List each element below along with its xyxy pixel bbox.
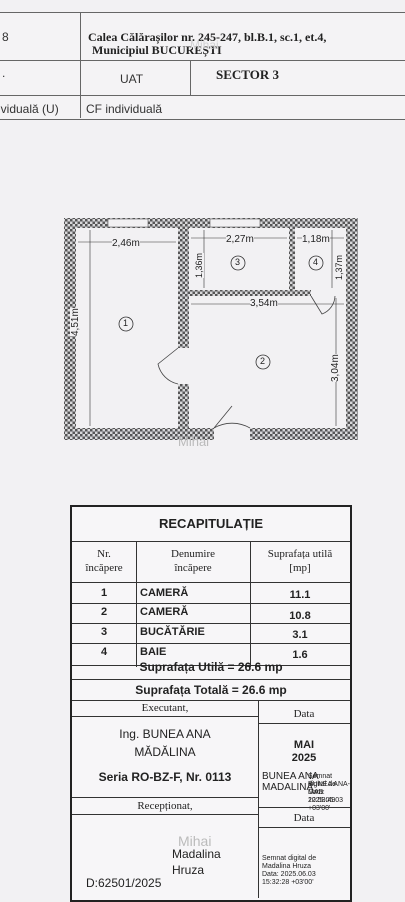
dim-left-height: 4,51m: [70, 308, 81, 336]
col-area-line2: [mp]: [289, 562, 311, 574]
row-3-name: BUCĂTĂRIE: [140, 626, 205, 638]
row-2-nr: 2: [100, 606, 108, 618]
room-3-number: 3: [235, 257, 241, 267]
window-kitchen: [209, 218, 261, 228]
dim-bath-height: 1,37m: [334, 254, 344, 280]
col-name-line1: Denumire: [171, 548, 215, 560]
room-2-circle: [255, 354, 271, 370]
wall-bottom-right: [250, 428, 358, 440]
dim-right-height: 3,04m: [330, 354, 341, 382]
header-vline-1: [80, 12, 81, 118]
sum-total: Suprafața Totală = 26.6 mp: [135, 683, 287, 697]
room-4-number: 4: [313, 257, 319, 267]
executant-name-line1: Ing. BUNEA ANA: [119, 727, 211, 741]
door-entrance-arc: [213, 422, 251, 429]
door-entrance-leaf: [213, 405, 233, 429]
sign-hruza-digital-4: 15:32:28 +03'00': [262, 879, 314, 886]
row-3-nr: 3: [100, 626, 108, 638]
doc-id: D:62501/2025: [86, 876, 162, 890]
row-4-name: BAIE: [140, 646, 167, 658]
col-area-line1: Suprafața utilă: [267, 548, 333, 560]
sign-bunea-name-1: BUNEA ANA: [262, 771, 319, 782]
sign-bunea-digital-3: Data: 2025.06.03: [308, 789, 344, 804]
floor-plan: 2,46m 2,27m 1,18m 4,51m 1,36m 1,37m 3,54…: [60, 214, 362, 449]
door-bath: [310, 295, 336, 315]
executant-label: Executant,: [141, 702, 189, 714]
room-1-number: 1: [123, 318, 129, 328]
row-2-name: CAMERĂ: [140, 606, 189, 618]
executant-name-line2: MĂDĂLINA: [134, 745, 196, 759]
date-month: MAI: [293, 739, 315, 751]
header-left-mid: .: [2, 66, 6, 80]
wall-bottom-left: [64, 428, 214, 440]
window-room1: [107, 218, 149, 228]
header-table: 8 Calea Călărașilor nr. 245-247, bl.B.1,…: [0, 0, 405, 128]
col-nr-line2: încăpere: [85, 562, 123, 574]
dim-top-mid: 2,27m: [226, 234, 254, 245]
wall-room1-lower: [178, 384, 189, 428]
row-4-area: 1.6: [292, 649, 308, 661]
header-hline-1: [0, 60, 405, 61]
individual-u-label: ividuală (U): [0, 102, 59, 116]
sign-bunea-digital-4: 12:53:49 +03'00': [308, 797, 336, 812]
header-box: [0, 12, 405, 120]
sign-bunea-digital-1: Semnat digital de: [308, 773, 337, 788]
sign-bunea-digital-2: BUNEA ANA-MAD: [308, 781, 351, 796]
receptionat-label: Recepționat,: [137, 800, 193, 812]
data-label: Data: [293, 708, 315, 720]
row-3-area: 3.1: [292, 629, 308, 641]
receptionat-name-1: Madalina: [172, 847, 221, 861]
recap-table: RECAPITULAȚIE Nr. încăpere Denumire încă…: [70, 505, 352, 902]
sign-hruza-digital-3: Data: 2025.06.03: [262, 871, 316, 878]
sign-hruza-digital-2: Madalina Hruza: [262, 863, 312, 870]
col-name-line2: încăpere: [174, 562, 212, 574]
door-room1: [157, 347, 179, 385]
room-2-number: 2: [260, 356, 266, 366]
sign-hruza-digital-1: Semnat digital de: [262, 855, 317, 862]
row-1-name: CAMERĂ: [140, 587, 189, 599]
room-4-circle: [308, 255, 324, 271]
sum-util: Suprafața Utilă = 26.6 mp: [139, 660, 283, 674]
col-nr-line1: Nr.: [97, 548, 111, 560]
wall-bath-left: [289, 228, 295, 290]
wall-right: [346, 218, 358, 440]
header-hline-2: [0, 95, 405, 96]
dim-mid-width: 3,54m: [250, 298, 278, 309]
dim-kitchen-height: 1,36m: [194, 252, 204, 278]
room-3-circle: [230, 255, 246, 271]
header-watermark: Mihai: [190, 38, 219, 52]
row-1-area: 11.1: [289, 589, 311, 601]
uat-label: UAT: [120, 72, 144, 86]
cf-individual-label: CF individuală: [86, 102, 163, 116]
row-1-nr: 1: [100, 587, 108, 599]
header-left-number: 8: [2, 30, 9, 44]
dim-top-left: 2,46m: [112, 238, 140, 249]
wall-room1-upper: [178, 228, 189, 348]
floor-plan-svg: [64, 218, 358, 440]
plan-watermark: Mihai: [178, 434, 210, 449]
room-1-circle: [118, 316, 134, 332]
recap-title: RECAPITULAȚIE: [159, 516, 263, 531]
address-line-2: Municipiul BUCUREȘTI: [92, 43, 222, 57]
wall-bath-bottom: [289, 290, 311, 296]
row-4-nr: 4: [100, 646, 108, 658]
data-label-2: Data: [293, 812, 315, 824]
address-line-1: Calea Călărașilor nr. 245-247, bl.B.1, s…: [88, 30, 327, 44]
recap-watermark: Mihai: [178, 833, 212, 849]
dim-top-right: 1,18m: [302, 234, 330, 245]
wall-kitchen-bottom: [189, 290, 289, 296]
receptionat-name-2: Hruza: [172, 863, 205, 877]
date-year: 2025: [291, 752, 317, 764]
header-vline-2: [190, 61, 191, 95]
sign-bunea-name-2: MADALINA: [262, 782, 314, 793]
uat-value: SECTOR 3: [216, 67, 279, 82]
serie-number: Seria RO-BZ-F, Nr. 0113: [98, 770, 232, 784]
row-2-area: 10.8: [289, 610, 311, 622]
